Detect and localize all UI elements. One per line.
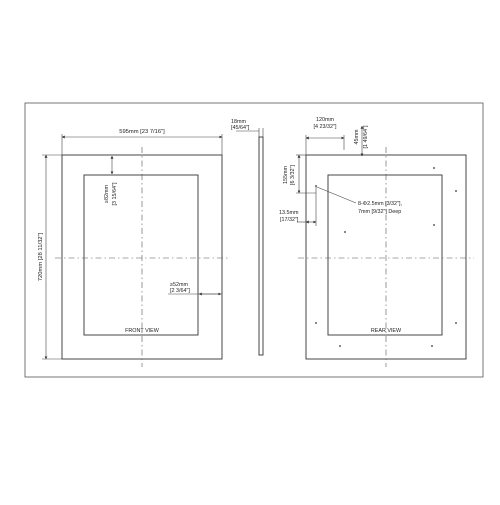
mounting-hole (455, 322, 457, 324)
mounting-hole (455, 190, 457, 192)
front-top-margin-imperial: [3 15/64"] (112, 182, 118, 205)
front-view: 595mm [23 7/16"] 720mm [28 11/32"] ≥82mm… (38, 129, 230, 367)
rear-hole-x-imperial: [4 23/32"] (314, 124, 337, 130)
side-view: 18mm [45/64"] (231, 119, 264, 356)
front-side-margin-label: ≥52mm (170, 282, 188, 288)
rear-holes-callout-line2: 7mm [9/32"] Deep (358, 209, 401, 215)
mounting-hole (344, 231, 346, 233)
front-width-label: 595mm [23 7/16"] (119, 129, 165, 135)
rear-hole-top-imperial: [6 3/32"] (290, 165, 296, 185)
front-glass-area (83, 174, 199, 336)
rear-hole-edge-label: 13.5mm (279, 210, 299, 216)
rear-hole-y-label: 45mm (354, 129, 360, 144)
rear-view-label: REAR VIEW (371, 328, 402, 334)
front-top-margin-label: ≥82mm (104, 185, 110, 203)
rear-hole-y-imperial: [1 49/64"] (363, 125, 369, 148)
mounting-hole (433, 167, 435, 169)
front-side-margin-imperial: [2 3/64"] (170, 288, 190, 294)
mounting-hole (431, 345, 433, 347)
rear-inner-panel (327, 174, 443, 336)
drawing-frame (24, 102, 484, 378)
mounting-hole (339, 345, 341, 347)
front-height-label: 720mm [28 11/32"] (38, 232, 44, 281)
side-thickness-imperial: [45/64"] (231, 125, 250, 131)
rear-hole-x-label: 120mm (316, 117, 334, 123)
rear-hole-top-label: 155mm (283, 166, 289, 184)
mounting-hole (315, 322, 317, 324)
rear-view: 120mm [4 23/32"] 45mm [1 49/64"] 155mm [… (279, 117, 474, 367)
rear-holes-callout-line1: 8-Φ2.5mm [3/32"], (358, 201, 402, 207)
rear-holes-callout-leader (316, 186, 357, 204)
front-view-label: FRONT VIEW (125, 328, 160, 334)
side-thickness-label: 18mm (231, 119, 246, 125)
mounting-hole (433, 224, 435, 226)
rear-hole-edge-imperial: [17/32"] (280, 217, 299, 223)
side-profile (258, 136, 264, 356)
